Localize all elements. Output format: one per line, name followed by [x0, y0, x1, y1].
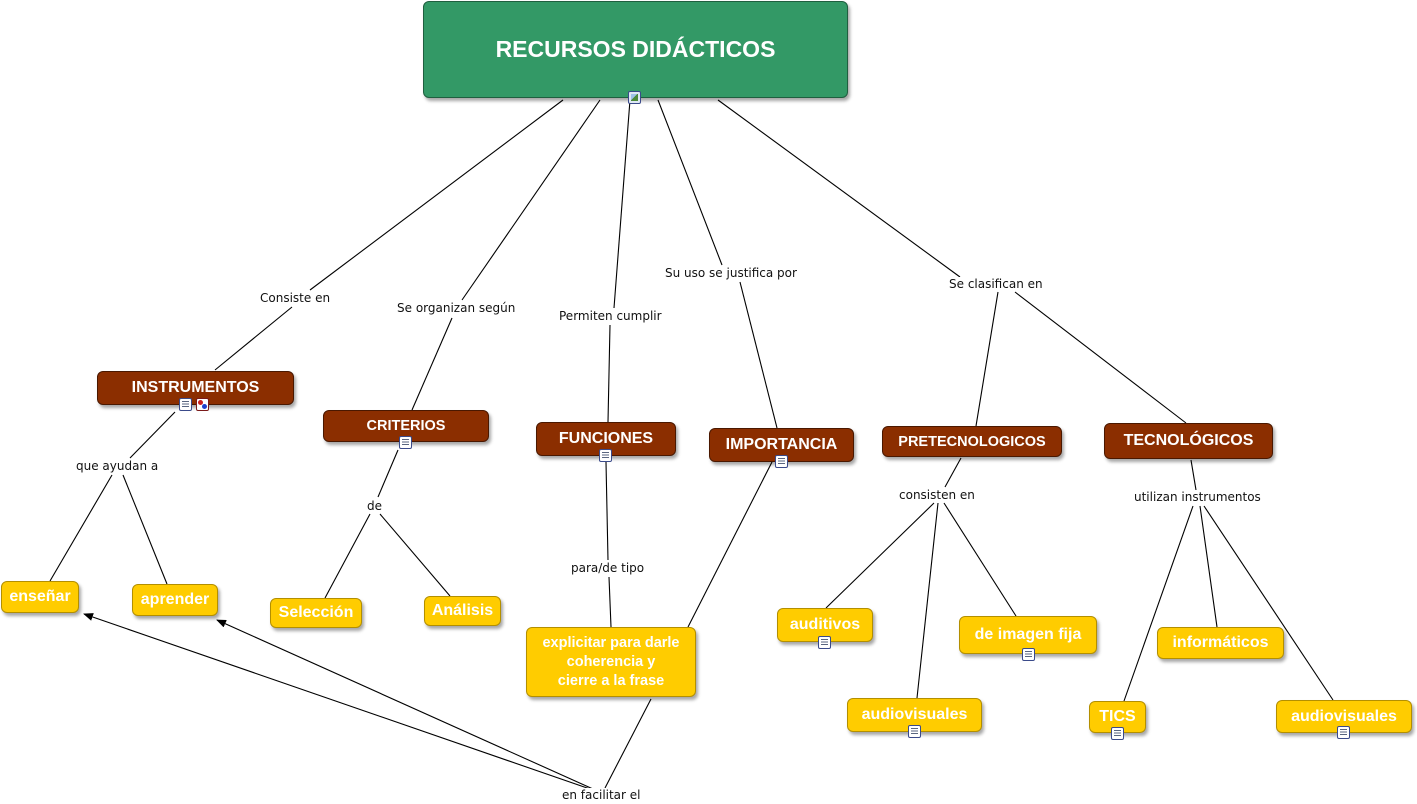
document-icon[interactable]	[1111, 727, 1124, 740]
link-label-su-uso: Su uso se justifica por	[663, 266, 799, 280]
line-clasifican-tec	[1014, 291, 1187, 424]
concept-auditivos-label: auditivos	[789, 616, 861, 633]
line-utilizan-audiovisuales	[1203, 505, 1334, 701]
concept-analisis-label: Análisis	[431, 602, 494, 619]
concept-explicitar-line1: explicitar para darle	[542, 634, 680, 651]
document-icon[interactable]	[818, 636, 831, 649]
image-icon[interactable]	[628, 91, 641, 104]
line-consisten-imagenfija	[943, 502, 1017, 617]
document-icon[interactable]	[908, 725, 921, 738]
concept-tecnologicos[interactable]: TECNOLÓGICOS	[1104, 423, 1273, 459]
document-icon[interactable]	[1337, 726, 1350, 739]
link-label-para-de-tipo: para/de tipo	[569, 561, 647, 575]
concept-criterios-label: CRITERIOS	[366, 418, 446, 434]
line-root-suuso	[657, 99, 723, 266]
concept-aprender[interactable]: aprender	[132, 584, 218, 616]
document-icon[interactable]	[775, 455, 788, 468]
concept-importancia-label: IMPORTANCIA	[725, 436, 838, 453]
concept-funciones-label: FUNCIONES	[558, 430, 654, 447]
concept-informaticos-label: informáticos	[1172, 634, 1269, 651]
line-root-permiten	[613, 99, 631, 309]
concept-audiovisuales-pre-label: audiovisuales	[861, 706, 968, 723]
concept-instrumentos[interactable]: INSTRUMENTOS	[97, 371, 294, 405]
concept-analisis[interactable]: Análisis	[424, 596, 501, 626]
concept-tecnologicos-label: TECNOLÓGICOS	[1123, 432, 1254, 449]
line-explicitar-facilitar	[604, 698, 652, 789]
line-de-analisis	[379, 513, 451, 597]
document-icon[interactable]	[399, 436, 412, 449]
concept-seleccion[interactable]: Selección	[270, 598, 362, 628]
line-consiste-instrumentos	[214, 306, 293, 371]
line-tec-utilizan	[1190, 459, 1197, 491]
line-criterios-de	[377, 449, 399, 498]
link-label-se-organizan: Se organizan según	[395, 301, 518, 315]
link-label-en-facilitar: en facilitar el	[560, 788, 643, 802]
concept-pretecnologicos-label: PRETECNOLOGICOS	[898, 433, 1046, 450]
concept-audiovisuales-tec-label: audiovisuales	[1291, 707, 1397, 725]
concept-seleccion-label: Selección	[278, 604, 354, 621]
concept-tics-label: TICS	[1099, 708, 1136, 725]
concept-ensenar[interactable]: enseñar	[1, 581, 79, 613]
concept-ensenar-label: enseñar	[9, 588, 71, 605]
concept-importancia[interactable]: IMPORTANCIA	[709, 428, 854, 462]
line-funciones-paradetipo	[605, 461, 609, 561]
line-instrumentos-queayudan	[129, 411, 176, 459]
concept-instrumentos-label: INSTRUMENTOS	[131, 379, 260, 396]
line-root-consiste	[309, 99, 564, 291]
document-icon[interactable]	[599, 449, 612, 462]
line-queayudan-aprender	[122, 474, 168, 585]
concept-explicitar-line2: coherencia y	[566, 653, 656, 670]
line-paradetipo-explicitar	[608, 576, 612, 628]
root-concept[interactable]: RECURSOS DIDÁCTICOS	[423, 1, 848, 98]
line-root-clasifican	[717, 99, 961, 278]
link-label-permiten-cumplir: Permiten cumplir	[557, 309, 664, 323]
concept-informaticos[interactable]: informáticos	[1157, 627, 1284, 659]
line-root-organizan	[461, 99, 601, 301]
concept-explicitar[interactable]: explicitar para darle coherencia y cierr…	[526, 627, 696, 697]
line-clasifican-pretec	[975, 291, 999, 427]
line-permiten-funciones	[607, 324, 611, 423]
document-icon[interactable]	[179, 398, 192, 411]
line-consisten-audiovisuales	[916, 502, 939, 699]
line-pretec-consisten	[944, 457, 962, 488]
link-label-que-ayudan: que ayudan a	[74, 459, 161, 473]
line-organizan-criterios	[411, 317, 453, 411]
link-label-de: de	[365, 499, 384, 513]
line-utilizan-tics	[1123, 505, 1194, 702]
concept-aprender-label: aprender	[140, 591, 210, 608]
arrow-facilitar-aprender	[216, 619, 594, 790]
line-utilizan-informaticos	[1199, 505, 1218, 628]
root-concept-label: RECURSOS DIDÁCTICOS	[495, 36, 776, 62]
link-label-consisten-en: consisten en	[897, 488, 977, 502]
link-label-consiste-en: Consiste en	[258, 291, 333, 305]
line-de-seleccion	[324, 513, 371, 599]
arrow-facilitar-ensenar	[83, 613, 591, 790]
concept-pretecnologicos[interactable]: PRETECNOLOGICOS	[882, 426, 1062, 457]
concept-explicitar-line3: cierre a la frase	[557, 672, 665, 689]
concept-imagen-fija-label: de imagen fija	[974, 626, 1082, 643]
line-suuso-importancia	[739, 281, 778, 429]
line-queayudan-ensenar	[49, 474, 113, 582]
document-icon[interactable]	[1022, 648, 1035, 661]
concept-map-icon[interactable]	[196, 398, 209, 411]
line-consisten-auditivos	[825, 502, 935, 609]
line-importancia-explicitar	[687, 461, 773, 628]
link-label-se-clasifican: Se clasifican en	[947, 277, 1045, 291]
link-label-utilizan: utilizan instrumentos	[1132, 490, 1263, 504]
